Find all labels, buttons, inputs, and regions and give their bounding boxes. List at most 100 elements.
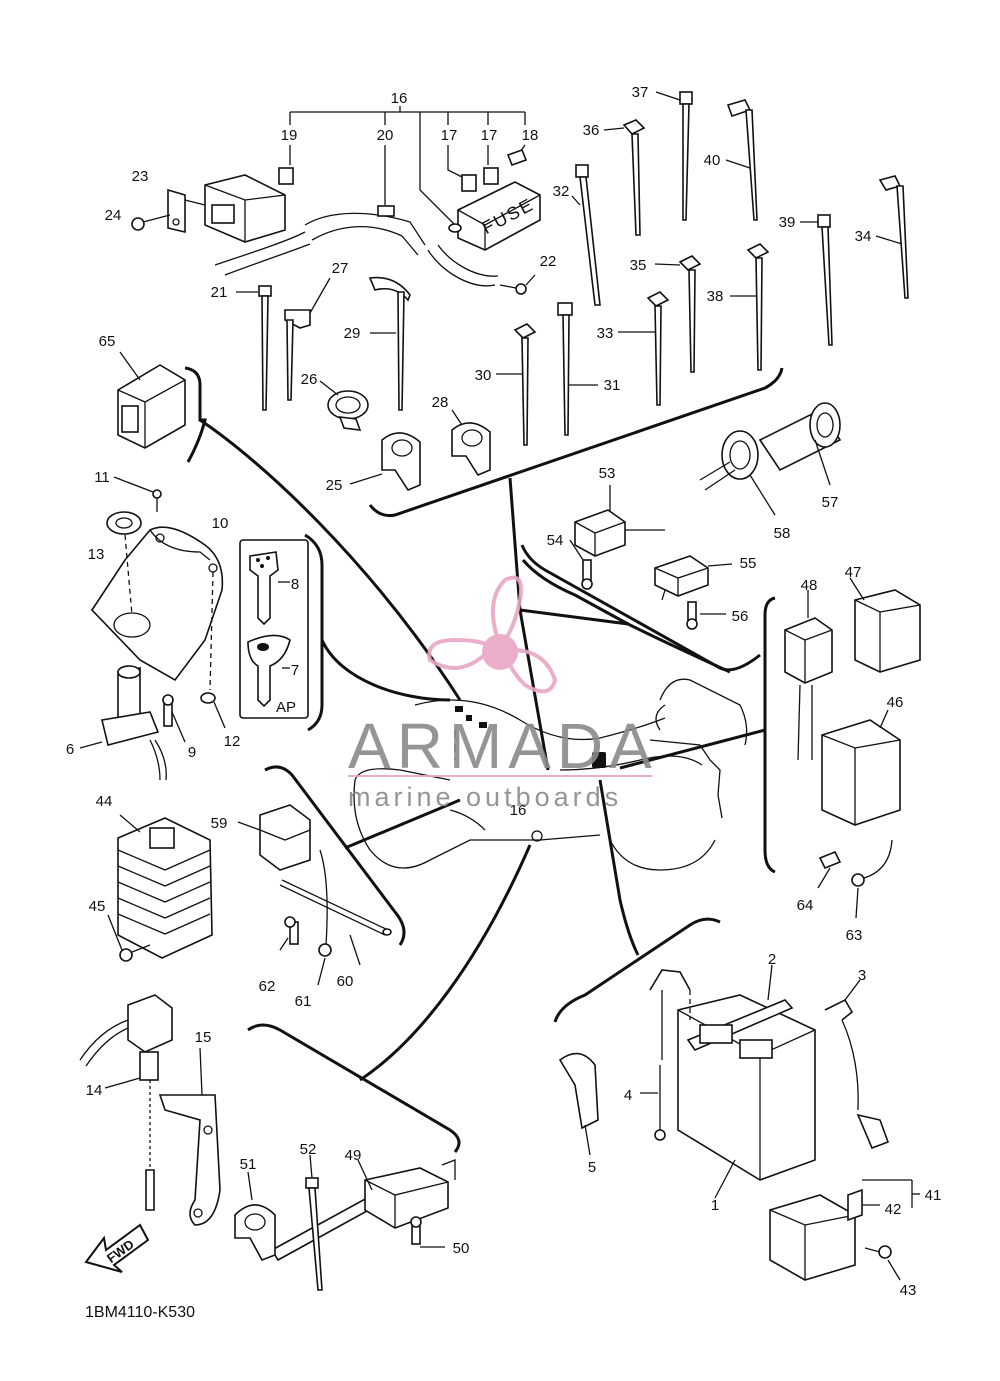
key-set-ap-label: AP — [276, 699, 296, 716]
part-label-33: 33 — [597, 325, 614, 342]
regulator-44 — [107, 814, 213, 962]
part-label-34: 34 — [855, 228, 872, 245]
part-label-24: 24 — [105, 207, 122, 224]
part-label-11: 11 — [94, 469, 110, 486]
part-label-15: 15 — [195, 1029, 212, 1046]
part-label-14: 14 — [86, 1082, 103, 1099]
key-set: AP — [239, 539, 309, 719]
part-label-17a: 17 — [441, 127, 458, 144]
part-label-10: 10 — [212, 515, 229, 532]
fuse-box: FUSE — [448, 181, 541, 251]
part-label-18: 18 — [522, 127, 539, 144]
bolt-24 — [131, 214, 171, 231]
fuse-holder-41 — [769, 1179, 920, 1281]
part-label-54: 54 — [547, 532, 564, 549]
part-label-2: 2 — [768, 951, 776, 968]
part-label-13: 13 — [88, 546, 105, 563]
sensor-group-bracket — [264, 765, 406, 946]
part-label-30: 30 — [475, 367, 492, 384]
part-label-59: 59 — [211, 815, 228, 832]
part-label-51: 51 — [240, 1156, 257, 1173]
part-label-4: 4 — [624, 1087, 632, 1104]
bottom-group — [234, 1154, 456, 1291]
part-label-65: 65 — [99, 333, 116, 350]
part-label-26: 26 — [301, 371, 318, 388]
part-label-50: 50 — [453, 1240, 470, 1257]
part-label-7: 7 — [291, 662, 299, 679]
part-label-16b: 16 — [510, 802, 527, 819]
watermark-tagline: marine outboards — [348, 782, 622, 812]
part-label-41: 41 — [925, 1187, 942, 1204]
part-label-37: 37 — [632, 84, 649, 101]
propeller-logo-icon — [427, 575, 558, 694]
part-label-48: 48 — [801, 577, 818, 594]
motorcycle-silhouette — [353, 678, 748, 871]
part-label-6: 6 — [66, 741, 74, 758]
sensor-group-59 — [237, 804, 392, 986]
part-label-22: 22 — [540, 253, 557, 270]
diagram-code: 1BM4110-K530 — [85, 1304, 195, 1321]
battery-group-bracket — [553, 917, 721, 1023]
harness-leader-lines — [344, 559, 766, 1082]
part-label-28: 28 — [432, 394, 449, 411]
clamps — [319, 380, 491, 491]
part-label-46: 46 — [887, 694, 904, 711]
part-label-38: 38 — [707, 288, 724, 305]
part-label-47: 47 — [845, 564, 862, 581]
relay-group-bracket — [763, 596, 776, 874]
part-label-17b: 17 — [481, 127, 498, 144]
part-label-55: 55 — [740, 555, 757, 572]
part-label-3: 3 — [858, 967, 866, 984]
part-label-35: 35 — [630, 257, 647, 274]
part-label-62: 62 — [259, 978, 276, 995]
watermark-brand: ARMADA — [348, 710, 658, 782]
part-label-52: 52 — [300, 1141, 317, 1158]
forward-arrow-icon: FWD — [84, 1223, 150, 1273]
watermark: ARMADA marine outboards — [348, 575, 658, 812]
relay-23 — [167, 174, 286, 243]
part-label-21: 21 — [211, 284, 228, 301]
part-label-63: 63 — [846, 927, 863, 944]
switch-group-bracket — [520, 544, 761, 672]
part-label-31: 31 — [604, 377, 621, 394]
part-label-56: 56 — [732, 608, 749, 625]
part-label-43: 43 — [900, 1282, 917, 1299]
part-label-53: 53 — [599, 465, 616, 482]
part-label-61: 61 — [295, 993, 312, 1010]
part-label-40: 40 — [704, 152, 721, 169]
part-label-20: 20 — [377, 127, 394, 144]
part-label-23: 23 — [132, 168, 149, 185]
key-group-line — [320, 639, 451, 702]
screw-22 — [499, 274, 536, 295]
part-label-1: 1 — [711, 1197, 719, 1214]
battery-group — [558, 964, 890, 1199]
relay-group — [784, 577, 921, 826]
part-label-64: 64 — [797, 897, 814, 914]
part-label-39: 39 — [779, 214, 796, 231]
part-label-5: 5 — [588, 1159, 596, 1176]
part-label-57: 57 — [822, 494, 839, 511]
relay-65 — [117, 351, 186, 449]
switch-14 — [79, 994, 221, 1226]
part-label-42: 42 — [885, 1201, 902, 1218]
part-label-44: 44 — [96, 793, 113, 810]
part-label-45: 45 — [89, 898, 106, 915]
part-label-32: 32 — [553, 183, 570, 200]
relay-65-bracket — [184, 366, 207, 463]
harness-tube — [214, 205, 499, 287]
key-group-bracket — [304, 533, 324, 732]
part-label-16a: 16 — [391, 90, 408, 107]
relay-65-line — [199, 418, 462, 701]
bottom-group-bracket — [247, 1023, 461, 1153]
ground-63-64 — [817, 839, 893, 919]
part-label-12: 12 — [224, 733, 241, 750]
cable-ties — [236, 91, 909, 446]
part-label-27: 27 — [332, 260, 349, 277]
connectors-17-18-19 — [278, 148, 528, 192]
socket-57-58 — [699, 402, 842, 516]
part-label-60: 60 — [337, 973, 354, 990]
part-label-8: 8 — [291, 576, 299, 593]
part-label-19: 19 — [281, 127, 298, 144]
